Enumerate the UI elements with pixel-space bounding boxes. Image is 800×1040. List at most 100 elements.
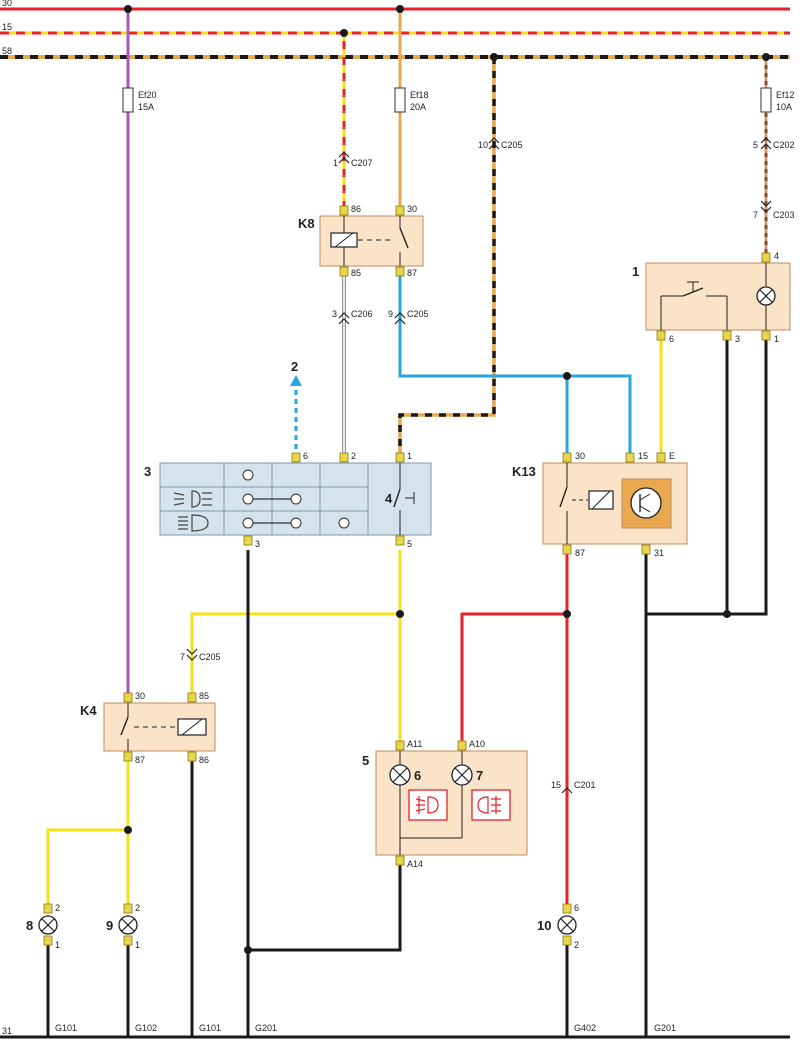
svg-text:2: 2 [574, 940, 579, 950]
component-1: 1 4 6 3 1 [632, 251, 791, 344]
svg-text:9: 9 [388, 309, 393, 319]
svg-text:85: 85 [351, 268, 361, 278]
ground-label: G402 [574, 1023, 596, 1033]
svg-text:6: 6 [303, 451, 308, 461]
lamp-8: 8 2 1 [26, 903, 60, 950]
svg-text:C206: C206 [351, 309, 373, 319]
low-beam-icon [173, 490, 212, 508]
junction-dot [244, 946, 252, 954]
junction-dot [762, 53, 770, 61]
junction-dot [563, 372, 571, 380]
svg-text:A10: A10 [469, 739, 485, 749]
svg-text:15: 15 [638, 451, 648, 461]
svg-text:1: 1 [55, 940, 60, 950]
svg-text:87: 87 [575, 548, 585, 558]
k4-label: K4 [80, 703, 97, 718]
svg-text:3: 3 [255, 539, 260, 549]
svg-text:87: 87 [135, 755, 145, 765]
svg-text:10: 10 [478, 140, 488, 150]
connector-marks: 1 C207 10 C205 5 C202 7 C203 3 C206 9 C2… [180, 137, 795, 794]
ground-label: G201 [255, 1023, 277, 1033]
indicator-panel-5: 5 6 7 A11 A10 A14 [362, 739, 528, 869]
lamp-6-label: 6 [414, 768, 421, 783]
svg-text:31: 31 [654, 548, 664, 558]
svg-text:4: 4 [774, 251, 779, 261]
relay-k4: K4 30 85 87 86 [80, 691, 216, 765]
svg-text:6: 6 [669, 334, 674, 344]
junction-dot [124, 826, 132, 834]
light-switch-3: 3 4 6 2 1 3 5 [144, 451, 432, 549]
wires [46, 9, 768, 1037]
component-1-label: 1 [632, 264, 639, 279]
switch-3-label: 3 [144, 464, 151, 479]
fuse-ef12-name: Ef12 [776, 90, 795, 100]
lamp-10: 10 6 2 [537, 903, 579, 950]
lamp-8-label: 8 [26, 918, 33, 933]
ground-label: G101 [199, 1023, 221, 1033]
ground-label: G201 [654, 1023, 676, 1033]
rail-58-label: 58 [2, 46, 12, 56]
fuse-ef12-rating: 10A [776, 102, 792, 112]
fuse-ef20-name: Ef20 [138, 90, 157, 100]
connector-c201: 15 C201 [551, 780, 596, 794]
svg-text:30: 30 [135, 691, 145, 701]
svg-text:30: 30 [575, 451, 585, 461]
ground-labels: G101 G102 G101 G201 G402 G201 [55, 1023, 676, 1033]
fuse-ef12 [760, 87, 772, 113]
wire-blue-k8-k13 [398, 272, 632, 458]
lamp-9: 9 2 1 [106, 903, 140, 950]
fuse-ef18-rating: 20A [410, 102, 426, 112]
svg-text:C201: C201 [574, 780, 596, 790]
junction-dots [124, 5, 770, 954]
svg-text:2: 2 [135, 903, 140, 913]
svg-text:E: E [669, 451, 675, 461]
svg-text:C202: C202 [773, 140, 795, 150]
junction-dot [396, 5, 404, 13]
connector-c203: 7 C203 [753, 200, 795, 220]
ground-label: G102 [135, 1023, 157, 1033]
svg-text:C205: C205 [199, 652, 221, 662]
svg-text:C207: C207 [351, 158, 373, 168]
svg-text:7: 7 [180, 652, 185, 662]
connector-c205-k8: 9 C205 [388, 309, 429, 325]
svg-text:5: 5 [407, 539, 412, 549]
wire-orange-black-58-sw [398, 57, 496, 458]
wire-black-a14 [248, 862, 402, 952]
rail-15-label: 15 [2, 22, 12, 32]
arrow-2-label: 2 [291, 359, 298, 374]
svg-text:86: 86 [199, 755, 209, 765]
svg-text:C205: C205 [501, 140, 523, 150]
lamp-10-label: 10 [537, 918, 551, 933]
svg-text:C203: C203 [773, 210, 795, 220]
svg-text:85: 85 [199, 691, 209, 701]
rail-30-label: 30 [2, 0, 12, 8]
junction-dot [124, 5, 132, 13]
k8-label: K8 [298, 216, 315, 231]
junction-dot [396, 610, 404, 618]
svg-text:5: 5 [753, 140, 758, 150]
fuses: Ef20 15A Ef18 20A Ef12 10A [122, 87, 795, 113]
lamp-7-label: 7 [476, 768, 483, 783]
wire-red-a10 [460, 612, 567, 742]
svg-text:6: 6 [574, 903, 579, 913]
junction-dot [340, 29, 348, 37]
connector-c207: 1 C207 [333, 151, 373, 168]
junction-dot [563, 610, 571, 618]
svg-text:3: 3 [332, 309, 337, 319]
relay-k13: K13 30 15 E 87 31 [512, 451, 688, 558]
svg-text:87: 87 [407, 268, 417, 278]
connector-c205-k4: 7 C205 [180, 648, 221, 662]
svg-text:1: 1 [333, 158, 338, 168]
ground-label: G101 [55, 1023, 77, 1033]
fuse-ef18 [394, 87, 406, 113]
fuse-ef18-name: Ef18 [410, 90, 429, 100]
svg-text:2: 2 [351, 451, 356, 461]
svg-text:1: 1 [407, 451, 412, 461]
high-beam-icon [178, 514, 209, 532]
relay-k8: K8 86 30 85 87 [298, 204, 424, 278]
junction-dot [490, 53, 498, 61]
wire-yellow-lamp8 [46, 828, 128, 908]
svg-text:7: 7 [753, 210, 758, 220]
svg-text:86: 86 [351, 204, 361, 214]
